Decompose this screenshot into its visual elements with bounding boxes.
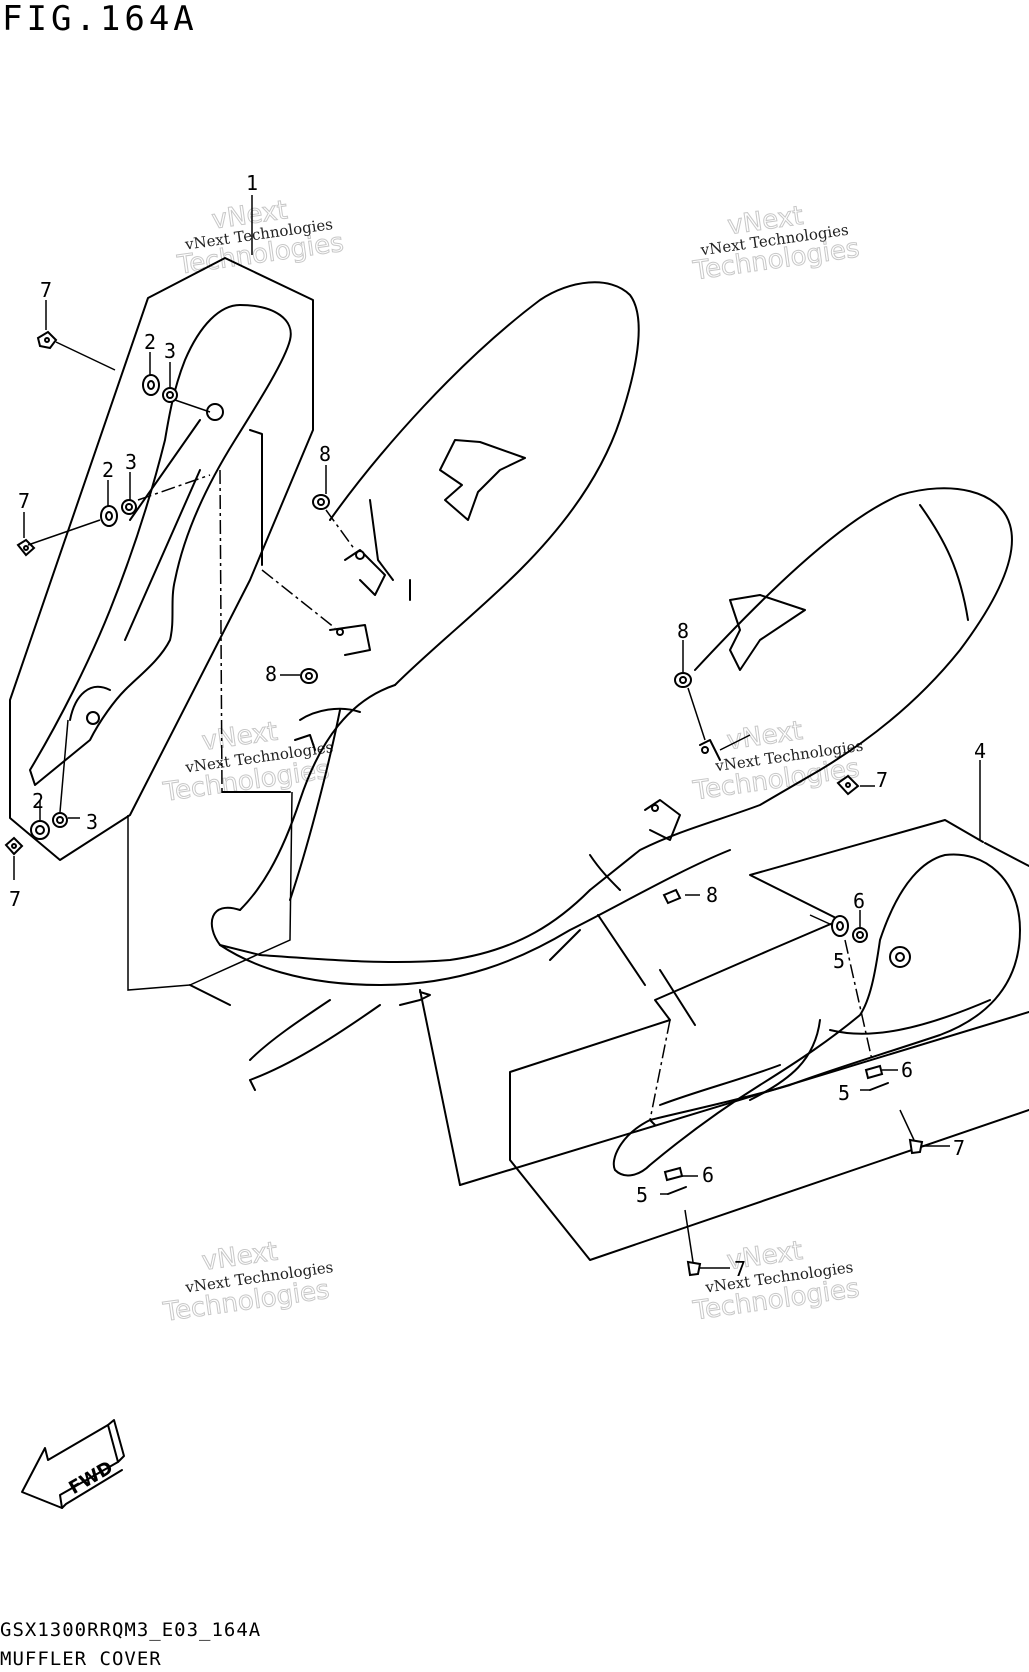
washer-2a	[142, 374, 160, 396]
clip-6c	[663, 1166, 684, 1182]
callout-8: 8	[677, 619, 689, 643]
bolt-7b	[16, 538, 36, 557]
bolt-7e	[908, 1138, 924, 1155]
muffler-cover-upper	[9, 257, 336, 861]
clip-5c	[667, 1186, 687, 1195]
watermark-bottom-left: Technologies vNext vNext Technologies	[160, 1236, 334, 1328]
callout-3: 3	[86, 810, 98, 834]
callout-5: 5	[636, 1183, 648, 1207]
watermark-top-right: Technologies vNext vNext Technologies	[690, 200, 862, 287]
callout-7: 7	[876, 768, 888, 792]
figure-code: GSX1300RRQM3_E03_164A	[0, 1619, 262, 1641]
callout-2: 2	[102, 458, 114, 482]
callout-7: 7	[40, 278, 52, 302]
nut-3a	[162, 387, 178, 403]
grommet-8b	[300, 668, 318, 684]
callout-3: 3	[125, 450, 137, 474]
figure-title: FIG.164A	[2, 0, 198, 39]
grommet-8d	[662, 888, 682, 905]
callout-8: 8	[265, 662, 277, 686]
watermark-mid-left: Technologies vNext vNext Technologies	[160, 716, 334, 808]
callout-4: 4	[974, 739, 986, 763]
callout-6: 6	[702, 1163, 714, 1187]
lower-muffler	[694, 487, 1013, 771]
callout-5: 5	[833, 949, 845, 973]
exhaust-pipe	[189, 549, 821, 1091]
nut-3c	[52, 812, 68, 828]
clip-5b	[869, 1082, 889, 1091]
callout-7: 7	[734, 1257, 746, 1281]
callout-1: 1	[246, 171, 258, 195]
muffler-cover-lower	[419, 819, 1029, 1261]
bolt-7d	[836, 774, 860, 796]
washer-2c	[30, 820, 50, 840]
callout-3: 3	[164, 339, 176, 363]
nut-5a	[852, 927, 868, 943]
callout-7: 7	[18, 489, 30, 513]
callout-2: 2	[32, 789, 44, 813]
forward-arrow-icon: FWD	[21, 1419, 125, 1509]
grommet-8a	[312, 494, 330, 510]
callout-2: 2	[144, 330, 156, 354]
callout-7: 7	[953, 1136, 965, 1160]
washer-6a	[831, 915, 849, 937]
watermark-top-left: Technologies vNext vNext Technologies	[174, 195, 346, 282]
bolt-7c	[4, 836, 24, 856]
callout-7: 7	[9, 887, 21, 911]
upper-muffler	[329, 281, 640, 686]
callout-8: 8	[319, 442, 331, 466]
clip-6b	[864, 1064, 884, 1080]
callout-8: 8	[706, 883, 718, 907]
bolt-7a	[36, 330, 58, 350]
callout-5: 5	[838, 1081, 850, 1105]
figure-name: MUFFLER COVER	[0, 1648, 162, 1670]
washer-2b	[100, 505, 118, 527]
bolt-7f	[686, 1260, 702, 1277]
nut-3b	[121, 499, 137, 515]
grommet-8c	[674, 672, 692, 688]
callout-6: 6	[901, 1058, 913, 1082]
watermark-bottom-right: Technologies vNext vNext Technologies	[690, 1235, 862, 1327]
callout-6: 6	[853, 889, 865, 913]
leader-lines	[13, 195, 981, 1269]
